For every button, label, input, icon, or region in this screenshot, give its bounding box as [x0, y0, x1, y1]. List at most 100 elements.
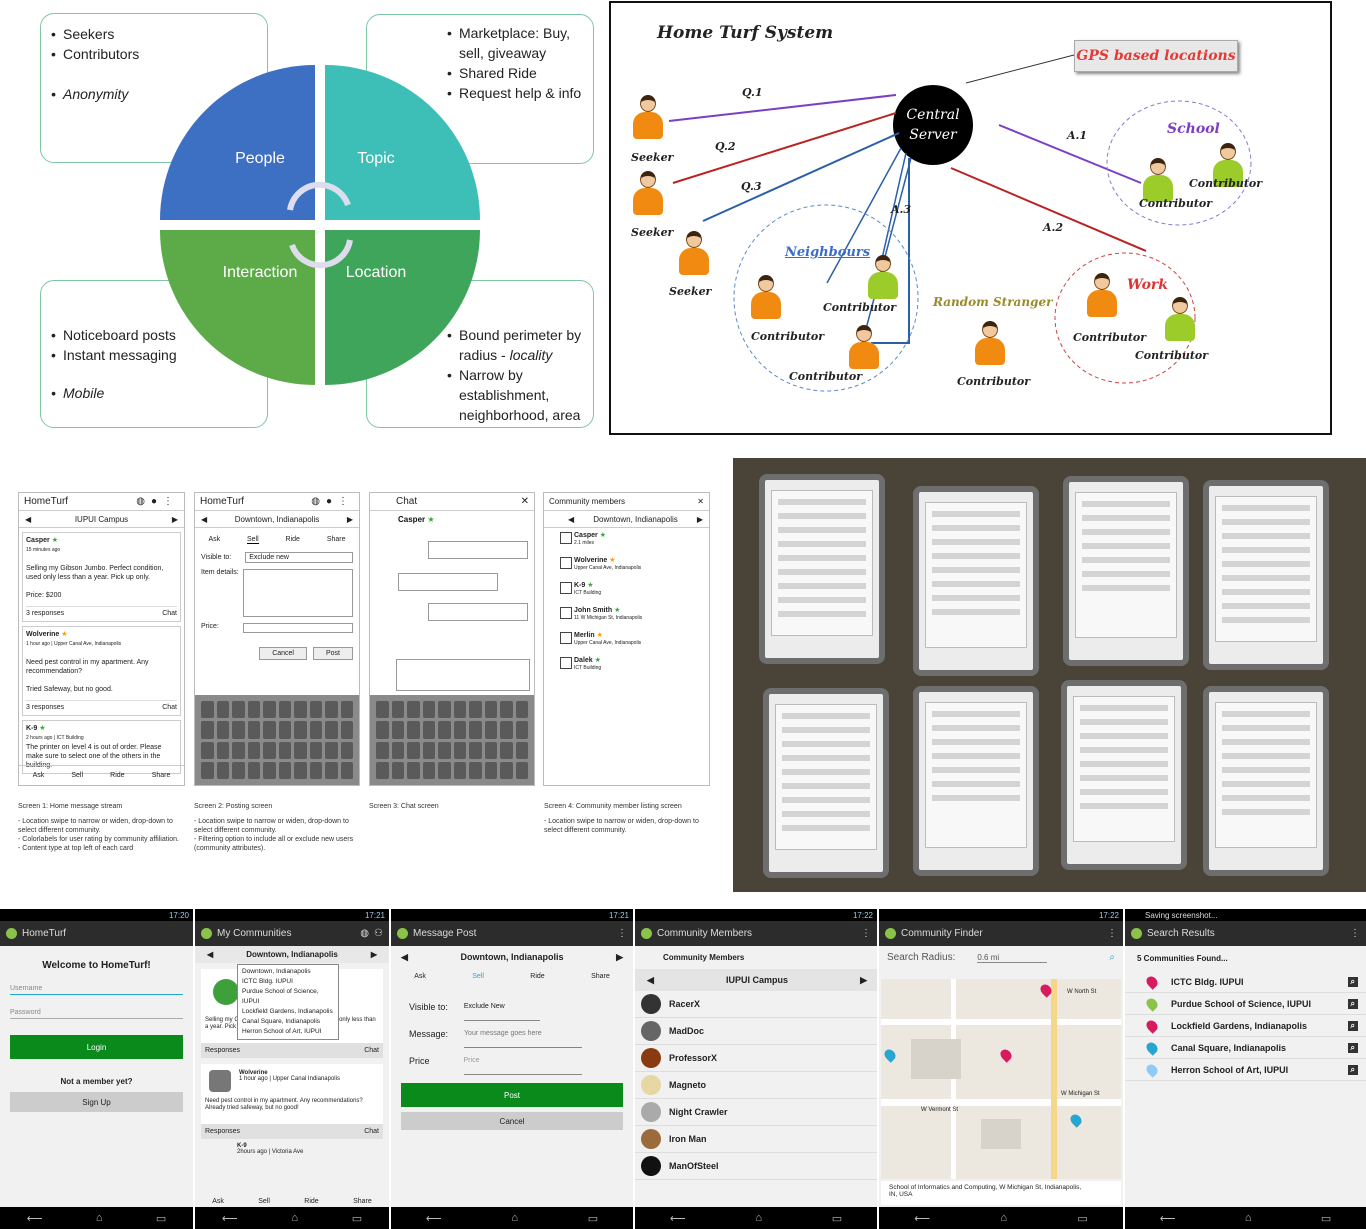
search-icon[interactable]: ⌕: [1347, 998, 1358, 1009]
option-item[interactable]: Canal Square, Indianapolis: [242, 1018, 321, 1025]
chat-button[interactable]: Chat: [364, 1047, 379, 1054]
responses-link[interactable]: Responses: [205, 1128, 241, 1135]
home-icon[interactable]: ⌂: [1244, 1212, 1252, 1224]
back-icon[interactable]: ⟵: [221, 1212, 238, 1225]
post-card[interactable]: Wolverine ★1 hour ago | Upper Canal Ave,…: [22, 626, 181, 716]
nav-share[interactable]: Share: [353, 1198, 372, 1205]
visible-dropdown[interactable]: Exclude New: [463, 994, 540, 1021]
location-selector[interactable]: ◀Downtown, Indianapolis▶: [195, 511, 359, 528]
member-row[interactable]: MadDoc: [635, 1018, 877, 1045]
nav-ride[interactable]: Ride: [110, 772, 125, 779]
recents-icon[interactable]: ▭: [155, 1212, 167, 1225]
message-input[interactable]: Your message goes here: [464, 1021, 583, 1048]
nav-ask[interactable]: Ask: [212, 1198, 224, 1205]
search-icon[interactable]: ⌕: [1347, 1020, 1358, 1031]
result-row[interactable]: Herron School of Art, IUPUI⌕: [1125, 1059, 1366, 1081]
tab-sell[interactable]: Sell: [472, 973, 484, 980]
tab-ask[interactable]: Ask: [414, 973, 426, 980]
responses-link[interactable]: 3 responses: [26, 610, 65, 617]
tab-ask[interactable]: Ask: [208, 536, 221, 543]
search-icon[interactable]: ⌕: [1347, 1042, 1358, 1053]
menu-icon[interactable]: ⋮: [617, 928, 627, 939]
member-item[interactable]: John Smith ★11 W Michigan St, Indianapol…: [560, 607, 709, 622]
option-item[interactable]: Downtown, Indianapolis: [242, 968, 311, 975]
member-row[interactable]: RacerX: [635, 991, 877, 1018]
details-input[interactable]: [242, 569, 353, 617]
recents-icon[interactable]: ▭: [587, 1212, 599, 1225]
back-icon[interactable]: ⟵: [669, 1212, 686, 1225]
nav-sell[interactable]: Sell: [258, 1198, 270, 1205]
chevron-left-icon[interactable]: ◀: [25, 514, 32, 524]
back-icon[interactable]: ⟵: [1159, 1212, 1176, 1225]
keyboard[interactable]: [370, 695, 534, 785]
radius-dropdown[interactable]: 0.6 mi: [977, 953, 1048, 963]
menu-icon[interactable]: ⋮: [1350, 928, 1360, 939]
responses-link[interactable]: Responses: [205, 1047, 241, 1054]
tab-ride[interactable]: Ride: [530, 973, 545, 980]
recents-icon[interactable]: ▭: [831, 1212, 843, 1225]
back-icon[interactable]: ⟵: [425, 1212, 442, 1225]
member-row[interactable]: ProfessorX: [635, 1045, 877, 1072]
result-row[interactable]: Purdue School of Science, IUPUI⌕: [1125, 993, 1366, 1015]
result-row[interactable]: Canal Square, Indianapolis⌕: [1125, 1037, 1366, 1059]
map-pin-icon[interactable]: [1068, 1112, 1084, 1128]
map[interactable]: W North St W Michigan St W Vermont St: [881, 979, 1121, 1179]
member-item[interactable]: Dalek ★ICT Building: [560, 657, 709, 672]
login-button[interactable]: Login: [10, 1035, 183, 1059]
member-item[interactable]: Casper ★2.1 miles: [560, 532, 709, 547]
member-row[interactable]: ManOfSteel: [635, 1153, 877, 1180]
chevron-left-icon[interactable]: ◀: [401, 952, 408, 962]
community-dropdown[interactable]: Downtown, Indianapolis: [246, 950, 338, 959]
chat-input[interactable]: [396, 659, 530, 691]
close-icon[interactable]: ✕: [697, 497, 704, 506]
member-row[interactable]: Iron Man: [635, 1126, 877, 1153]
back-icon[interactable]: ⟵: [914, 1212, 930, 1225]
option-item[interactable]: Herron School of Art, IUPUI: [242, 1028, 322, 1035]
chevron-right-icon[interactable]: ▶: [860, 974, 867, 985]
nav-ask[interactable]: Ask: [32, 772, 45, 779]
people-icon[interactable]: ⚇: [374, 928, 383, 939]
option-item[interactable]: Lockfield Gardens, Indianapolis: [242, 1008, 333, 1015]
price-input[interactable]: [242, 623, 353, 633]
member-row[interactable]: Night Crawler: [635, 1099, 877, 1126]
post-card[interactable]: Casper ★15 minutes ago Selling my Gibson…: [22, 532, 181, 622]
home-icon[interactable]: ⌂: [291, 1212, 299, 1224]
chevron-right-icon[interactable]: ▶: [171, 514, 178, 524]
recents-icon[interactable]: ▭: [1320, 1212, 1332, 1225]
location-selector[interactable]: ◀IUPUI Campus▶: [19, 511, 184, 528]
recents-icon[interactable]: ▭: [351, 1212, 363, 1225]
home-icon[interactable]: ⌂: [755, 1212, 763, 1224]
price-input[interactable]: Price: [463, 1048, 582, 1075]
menu-icon[interactable]: ⋮: [1107, 928, 1117, 939]
tab-sell[interactable]: Sell: [246, 536, 259, 544]
member-item[interactable]: Merlin ★Upper Canal Ave, Indianapolis: [560, 632, 709, 647]
toolbar-icons[interactable]: ◍●⋮: [311, 496, 354, 507]
visible-dropdown[interactable]: Exclude new: [245, 552, 353, 563]
member-item[interactable]: Wolverine ★Upper Canal Ave, Indianapolis: [560, 557, 709, 572]
home-icon[interactable]: ⌂: [95, 1212, 103, 1224]
back-icon[interactable]: ⟵: [26, 1212, 43, 1225]
location-selector[interactable]: ◀Downtown, Indianapolis▶: [544, 511, 709, 528]
globe-icon[interactable]: ◍: [360, 928, 370, 939]
member-row[interactable]: Magneto: [635, 1072, 877, 1099]
cancel-button[interactable]: Cancel: [259, 647, 307, 660]
map-pin-icon[interactable]: [998, 1047, 1014, 1063]
cancel-button[interactable]: Cancel: [401, 1112, 623, 1130]
option-item[interactable]: ICTC Bldg. IUPUI: [242, 978, 293, 985]
chevron-left-icon[interactable]: ◀: [647, 974, 654, 985]
username-field[interactable]: Username: [10, 985, 183, 995]
menu-icon[interactable]: ⋮: [861, 928, 871, 939]
keyboard[interactable]: [195, 695, 359, 785]
chevron-left-icon[interactable]: ◀: [207, 950, 214, 959]
nav-ride[interactable]: Ride: [304, 1198, 319, 1205]
nav-share[interactable]: Share: [151, 772, 171, 779]
map-pin-icon[interactable]: [882, 1047, 898, 1063]
responses-link[interactable]: 3 responses: [26, 704, 65, 711]
tab-share[interactable]: Share: [326, 536, 346, 543]
signup-button[interactable]: Sign Up: [10, 1092, 183, 1112]
toolbar-icons[interactable]: ◍●⋮: [136, 496, 179, 507]
home-icon[interactable]: ⌂: [1000, 1212, 1007, 1224]
search-icon[interactable]: ⌕: [1109, 952, 1115, 963]
close-icon[interactable]: ✕: [520, 496, 529, 507]
